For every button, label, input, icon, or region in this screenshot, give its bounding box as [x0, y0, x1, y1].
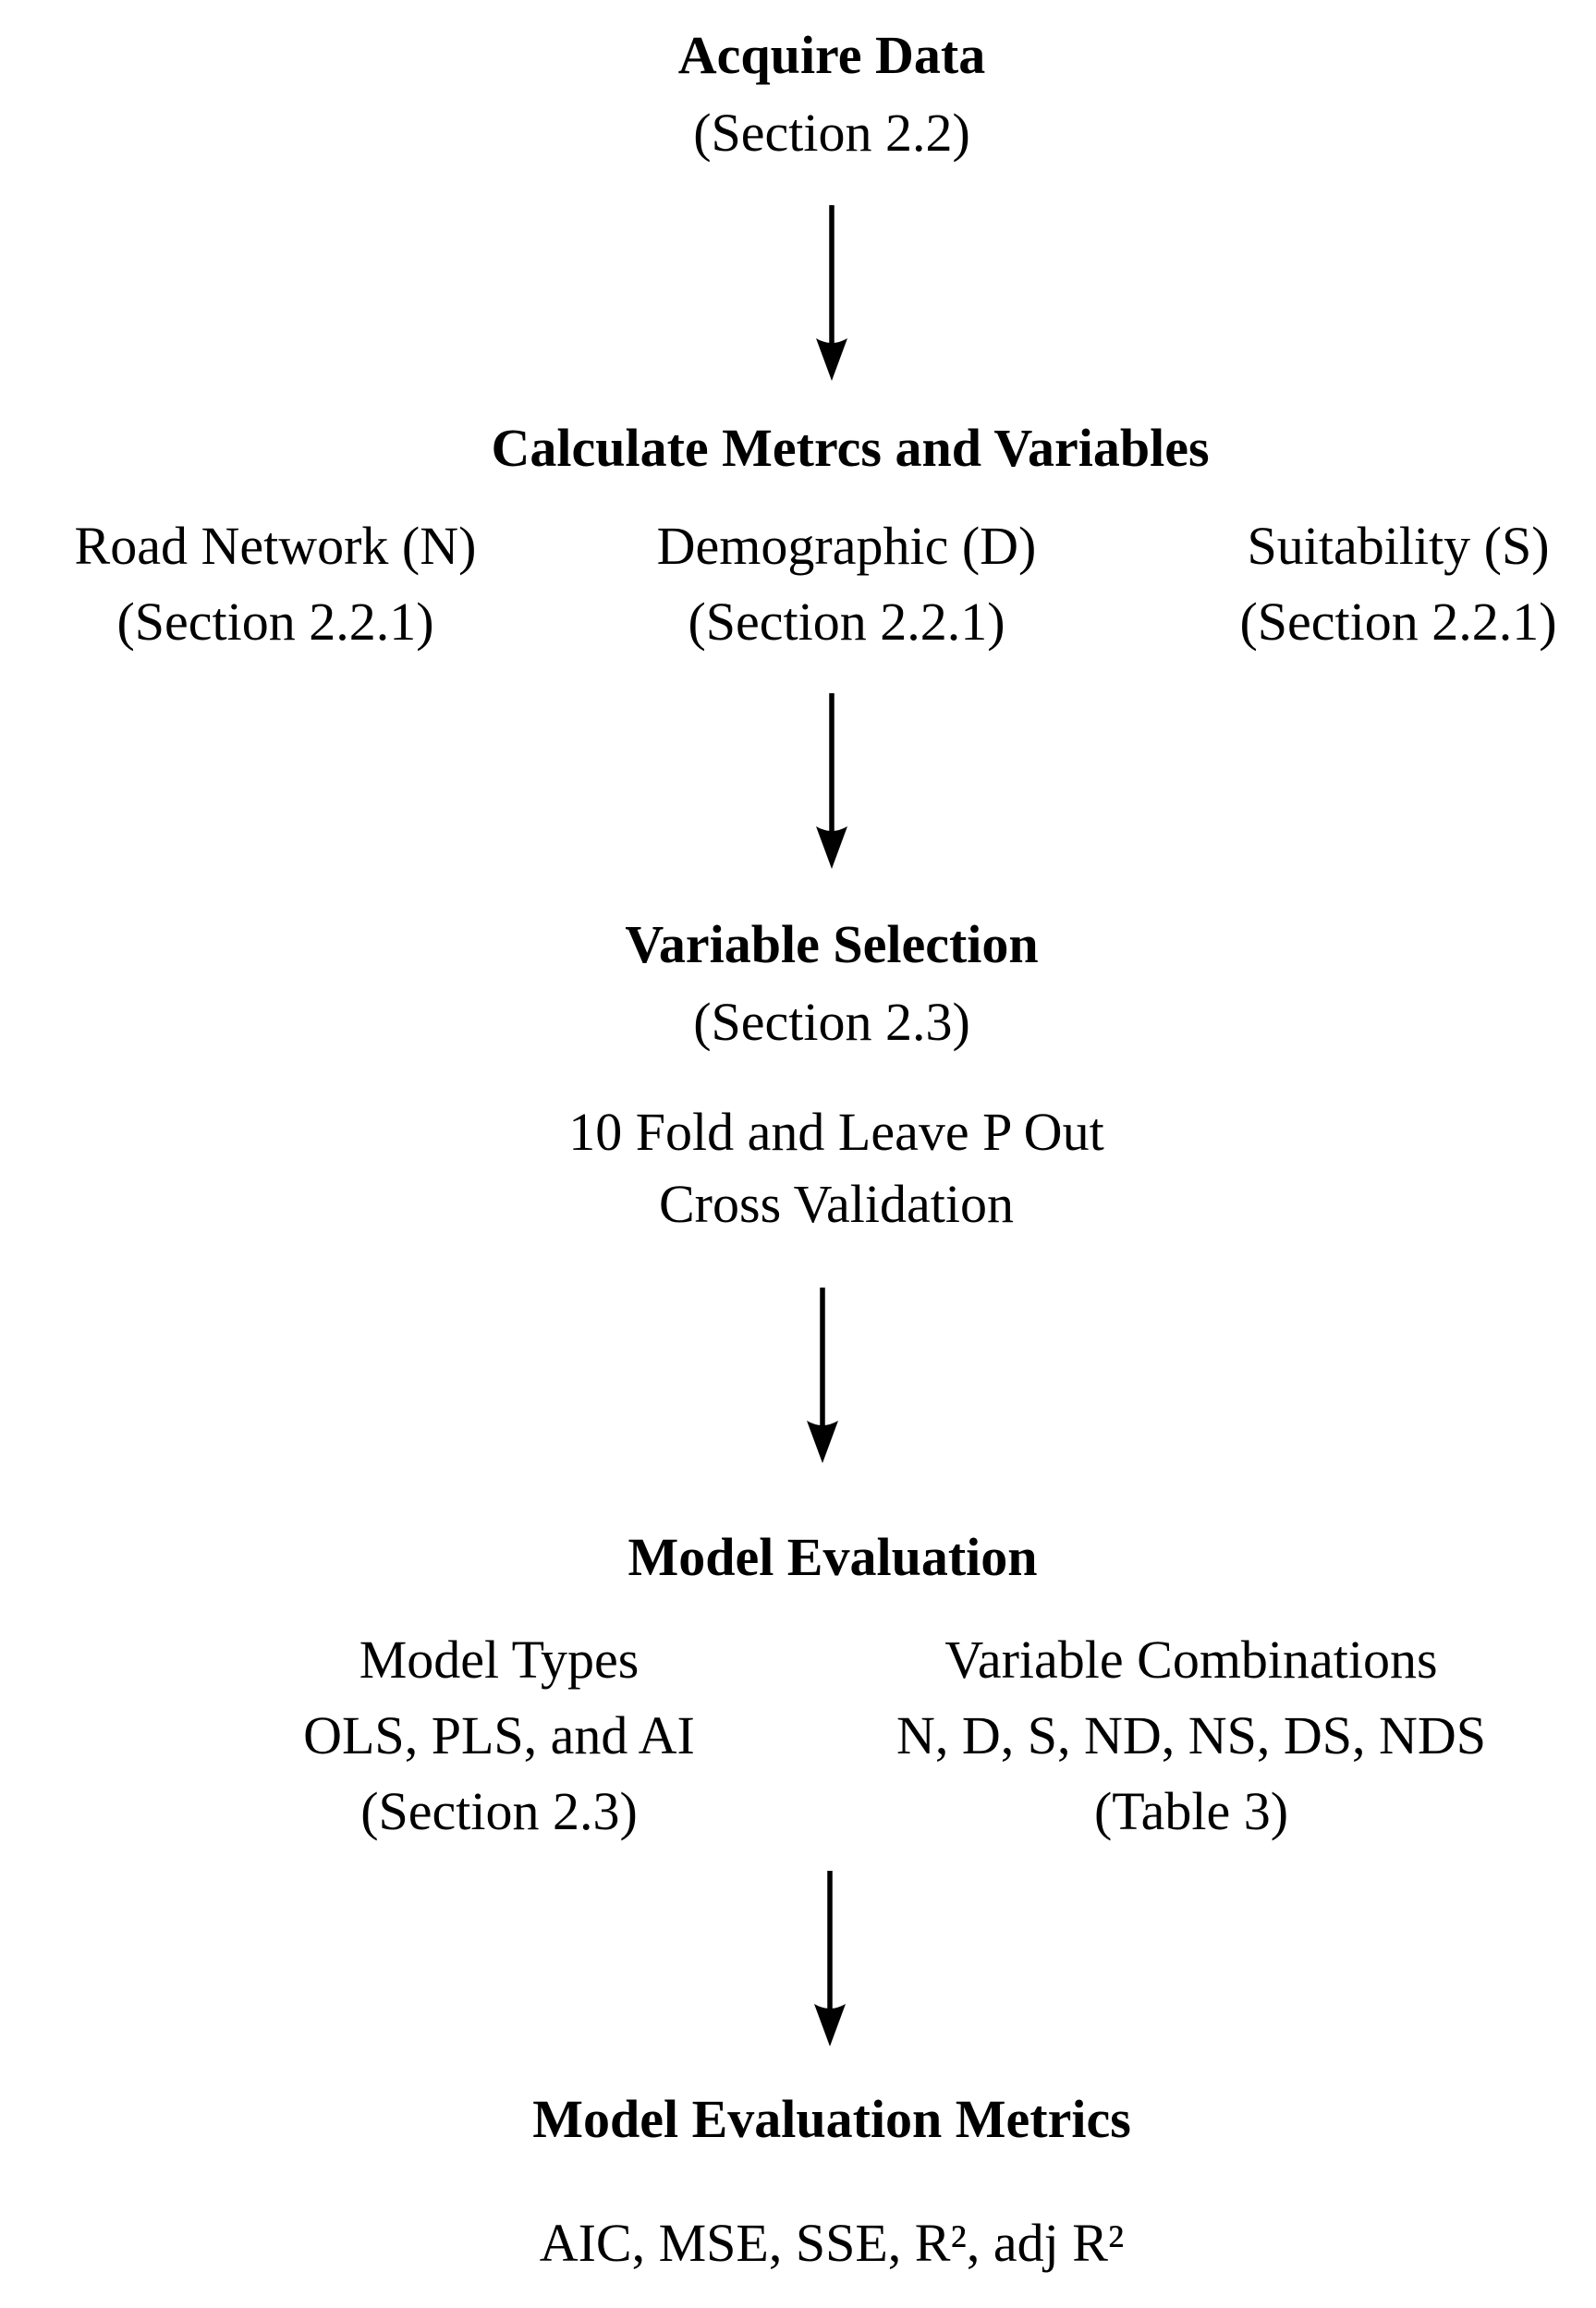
model-evaluation-title: Model Evaluation	[627, 1527, 1038, 1587]
node-model-types: Model Types OLS, PLS, and AI (Section 2.…	[303, 1622, 695, 1850]
model-types-label: Model Types	[359, 1630, 640, 1690]
down-arrow-icon	[814, 1871, 846, 2046]
cross-validation-line1: 10 Fold and Leave P Out	[568, 1102, 1104, 1162]
down-arrow-icon	[816, 693, 847, 869]
node-road-network: Road Network (N) (Section 2.2.1)	[75, 508, 477, 660]
node-suitability: Suitability (S) (Section 2.2.1)	[1239, 508, 1556, 660]
node-acquire-data: Acquire Data (Section 2.2)	[678, 17, 985, 172]
node-model-evaluation-heading: Model Evaluation	[627, 1519, 1037, 1596]
node-evaluation-metrics: Model Evaluation Metrics AIC, MSE, SSE, …	[532, 2081, 1131, 2282]
variable-selection-section: (Section 2.3)	[693, 992, 970, 1052]
variable-combinations-table: (Table 3)	[1093, 1781, 1289, 1841]
node-variable-combinations: Variable Combinations N, D, S, ND, NS, D…	[896, 1622, 1486, 1850]
road-network-label: Road Network (N)	[74, 516, 477, 576]
node-variable-selection: Variable Selection (Section 2.3)	[625, 906, 1038, 1061]
demographic-label: Demographic (D)	[656, 516, 1037, 576]
model-types-section: (Section 2.3)	[360, 1781, 638, 1841]
variable-selection-title: Variable Selection	[625, 914, 1039, 974]
down-arrow-icon	[807, 1288, 838, 1463]
suitability-label: Suitability (S)	[1247, 516, 1550, 576]
variable-combinations-label: Variable Combinations	[944, 1630, 1438, 1690]
road-network-section: (Section 2.2.1)	[116, 592, 434, 652]
demographic-section: (Section 2.2.1)	[688, 592, 1005, 652]
evaluation-metrics-title: Model Evaluation Metrics	[532, 2089, 1131, 2149]
model-types-list: OLS, PLS, and AI	[303, 1705, 695, 1765]
suitability-section: (Section 2.2.1)	[1239, 592, 1557, 652]
variable-combinations-list: N, D, S, ND, NS, DS, NDS	[895, 1705, 1487, 1765]
node-calculate-heading: Calculate Metrcs and Variables	[491, 409, 1209, 487]
calculate-title: Calculate Metrcs and Variables	[491, 418, 1210, 478]
evaluation-metrics-list: AIC, MSE, SSE, R², adj R²	[539, 2213, 1125, 2273]
node-demographic: Demographic (D) (Section 2.2.1)	[657, 508, 1037, 660]
acquire-data-title: Acquire Data	[677, 25, 986, 85]
cross-validation-line2: Cross Validation	[658, 1174, 1014, 1234]
node-cross-validation: 10 Fold and Leave P Out Cross Validation	[568, 1096, 1103, 1240]
acquire-data-section: (Section 2.2)	[693, 103, 970, 163]
down-arrow-icon	[816, 205, 847, 381]
